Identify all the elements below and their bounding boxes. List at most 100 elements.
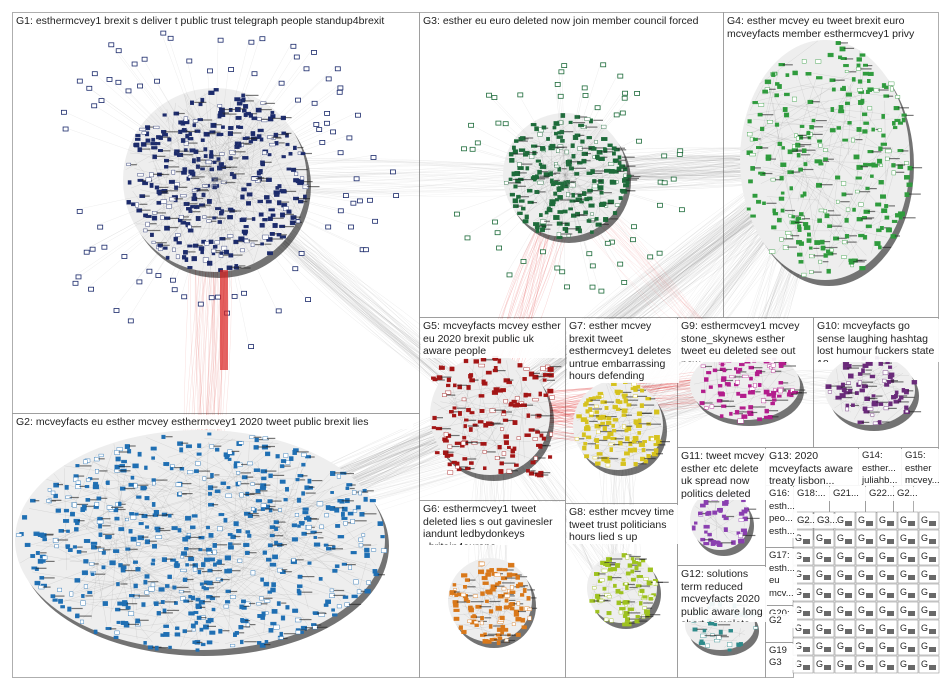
node [749, 152, 756, 157]
ring-node [293, 54, 300, 60]
node [341, 511, 345, 517]
node-label-mark [815, 120, 827, 122]
node [496, 627, 504, 632]
inner-edge [189, 489, 191, 556]
inner-edge [24, 466, 298, 548]
ring-node [146, 268, 153, 274]
node [161, 434, 166, 439]
node-label-mark [494, 585, 505, 587]
node [899, 395, 904, 400]
node-label-mark [512, 178, 524, 181]
node [81, 594, 85, 598]
tile-label: G [816, 551, 823, 561]
node-label-mark [505, 577, 518, 579]
inner-edge [460, 561, 491, 596]
node-label-mark [596, 457, 608, 459]
inner-edge [461, 371, 471, 439]
node [236, 101, 243, 106]
node [509, 606, 515, 611]
node [116, 582, 120, 587]
node-label-mark [238, 632, 245, 634]
node [178, 215, 184, 220]
inner-edge [637, 411, 657, 445]
node [126, 162, 131, 166]
node-label-mark [806, 149, 816, 151]
node [612, 404, 618, 410]
inner-edge [88, 460, 373, 573]
node [594, 444, 599, 450]
tile-label: G [921, 515, 928, 525]
node-label-mark [833, 79, 845, 81]
inner-edge [584, 213, 601, 233]
node [595, 395, 602, 399]
node [803, 225, 811, 231]
inner-edge [805, 145, 851, 256]
node [313, 536, 318, 540]
inner-edge [596, 438, 617, 444]
node [244, 550, 250, 555]
node [201, 562, 206, 568]
ring-node [613, 112, 620, 118]
node [53, 493, 58, 499]
node [703, 542, 710, 546]
inner-edge [71, 548, 233, 594]
tile-label: G [879, 533, 886, 543]
node [225, 493, 232, 498]
node-label-mark [581, 147, 592, 149]
node [235, 107, 241, 113]
node-label-mark [211, 570, 222, 572]
node [823, 208, 827, 214]
ring-edge [77, 78, 216, 181]
node [823, 253, 828, 258]
node [265, 199, 272, 204]
node [262, 550, 267, 555]
node-label-mark [259, 180, 266, 182]
tile-node [845, 539, 852, 544]
node-label-mark [280, 234, 287, 236]
node [468, 607, 474, 613]
node [539, 164, 547, 169]
node-label-mark [272, 117, 285, 119]
node-label-mark [255, 244, 263, 246]
node-label-mark [845, 193, 853, 195]
node [329, 588, 334, 593]
node [623, 183, 630, 188]
node-label-mark [143, 195, 150, 197]
ring-node [171, 287, 178, 293]
ring-edge [90, 179, 216, 248]
node-label-mark [508, 599, 516, 601]
node-label-mark [587, 404, 595, 406]
node [174, 185, 179, 190]
node-label-mark [140, 209, 151, 211]
node [151, 558, 156, 562]
node [163, 632, 170, 637]
node [163, 624, 170, 628]
node [485, 370, 492, 375]
node [514, 463, 519, 467]
inner-edge [767, 84, 859, 259]
node [135, 202, 139, 208]
inner-edge [242, 176, 269, 213]
ring-edge [564, 93, 584, 176]
node-label-mark [473, 379, 479, 381]
node [517, 211, 523, 215]
inner-edge [211, 495, 298, 561]
node [463, 585, 467, 589]
node [307, 478, 312, 484]
node [858, 202, 864, 207]
ring-node [97, 224, 104, 230]
inner-edge [534, 139, 608, 176]
node [81, 570, 88, 576]
node-label-mark [330, 548, 343, 550]
node [486, 590, 491, 594]
node-label-mark [598, 425, 610, 427]
node [718, 629, 723, 635]
tile-label: G [879, 623, 886, 633]
node [824, 213, 830, 219]
tile-label: G [879, 551, 886, 561]
node [316, 501, 324, 507]
ring-node [453, 211, 460, 217]
node-label-mark [349, 487, 355, 490]
node [742, 531, 748, 536]
node [172, 585, 177, 590]
